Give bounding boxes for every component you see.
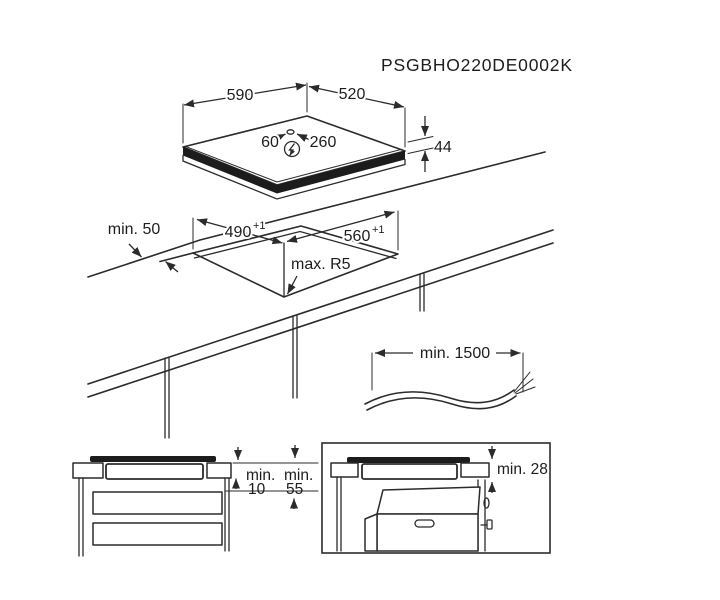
dim-mains-offset-right: 260: [310, 134, 337, 151]
dim-cutout-width-tolerance: +1: [372, 224, 385, 236]
dim-590-extension-lines: [182, 82, 308, 144]
cabinet-leg: [292, 315, 298, 399]
electrical-connection-icon: [283, 140, 301, 158]
dim-260-arrow: [296, 133, 312, 142]
dim-cutout-depth: 490: [225, 224, 252, 241]
oven-left-side: [364, 513, 378, 552]
min28-value: min. 28: [497, 461, 548, 478]
oven-handle: [414, 519, 435, 528]
oven-screw-head: [486, 519, 493, 530]
cable-curve-bottom: [366, 395, 517, 411]
dim-44-ticks: [407, 136, 434, 154]
hob-side-band: [183, 147, 405, 194]
dim-cutout-depth-tolerance: +1: [253, 220, 266, 232]
cabinet-right-side: [224, 477, 230, 552]
dim-490-line: [196, 218, 283, 245]
cabinet-left-side: [336, 476, 342, 552]
drawer-front-upper: [92, 491, 223, 515]
hob-isometric-view: 590 520 60 260 44: [182, 82, 452, 200]
worktop-right-block: [460, 462, 490, 478]
min55-label: min.: [284, 467, 313, 484]
cutout-extension-lines: [192, 210, 399, 251]
dim-hob-height: 44: [434, 139, 452, 156]
cabinet-leg: [164, 357, 170, 439]
dim-cutout-width: 560: [344, 228, 371, 245]
worktop-left-block: [330, 462, 359, 478]
drawing-code: PSGBHO220DE0002K: [381, 55, 573, 75]
dim-corner-radius: max. R5: [291, 256, 351, 273]
oven-clearance-view: min. 28: [321, 442, 551, 554]
dim-rear-clearance: min. 50: [108, 221, 161, 238]
dim-60-arrow: [271, 133, 286, 142]
power-cable-view: min. 1500: [364, 345, 536, 411]
dim-cable-length: min. 1500: [420, 345, 490, 362]
min10-label: min.: [246, 467, 275, 484]
hob-base-edge: [182, 154, 406, 200]
cable-curve-top: [364, 389, 515, 405]
drawer-front-lower: [92, 522, 223, 546]
min10-value: 10: [248, 481, 266, 498]
dim-hob-depth: 520: [339, 86, 366, 103]
hob-body-profile: [105, 463, 204, 480]
worktop-left-block: [72, 462, 104, 479]
hob-glass-inner-edge: [186, 146, 402, 183]
cabinet-left-side: [78, 477, 84, 557]
dim-maxr5-arrow: [286, 275, 298, 295]
worktop-right-block: [206, 462, 232, 479]
cable-wire-ends: [513, 371, 536, 395]
oven-side-fixing: [483, 497, 490, 509]
dim-mains-offset-left: 60: [261, 134, 279, 151]
mains-connection-point: [286, 129, 295, 135]
worktop-perspective: [87, 151, 554, 439]
min55-value: 55: [286, 481, 303, 498]
cabinet-leg: [419, 273, 425, 312]
hob-body-profile: [361, 463, 458, 480]
dim-hob-width: 590: [227, 87, 254, 104]
hob-glass-profile: [90, 456, 216, 462]
cutout-edge-extension: [159, 252, 194, 263]
oven-top-face: [376, 486, 481, 515]
built-under-oven: [364, 479, 493, 552]
clearance-reference-lines: [224, 462, 319, 492]
hob-glass-profile: [347, 457, 470, 463]
drawer-clearance-view: min. 10 min. 55: [72, 445, 319, 557]
dim-520-line: [308, 84, 405, 109]
dim-560-line: [286, 210, 395, 243]
dim-min50-arrow-lower: [165, 261, 179, 273]
dim-min50-arrow-upper: [128, 243, 142, 258]
dim-1500-extension-lines: [371, 352, 524, 393]
cutout-view: 490 +1 560 +1 min. 50 max. R5: [108, 210, 399, 298]
dim-590-line: [183, 82, 307, 108]
